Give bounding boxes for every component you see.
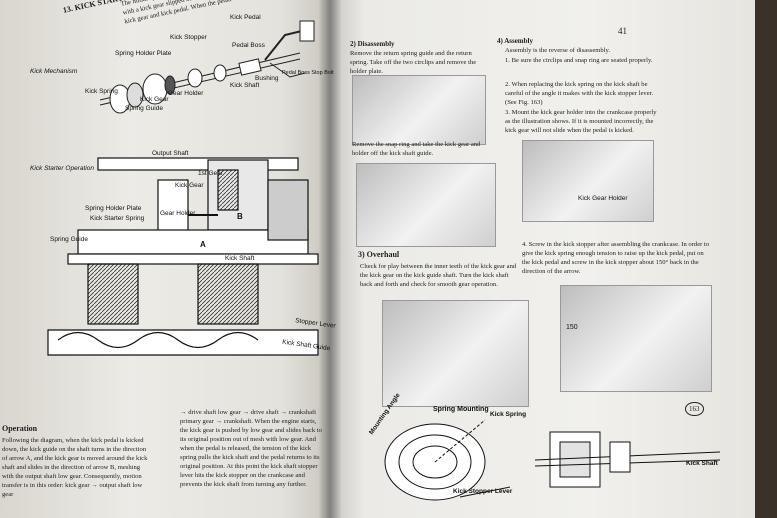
kick-mechanism-diagram <box>99 20 315 114</box>
label-kick-pedal: Kick Pedal <box>230 14 261 21</box>
label-kick-stopper: Kick Stopper <box>170 34 207 41</box>
label-spring-guide-2: Spring Guide <box>50 236 88 243</box>
sec3-text: Check for play between the inner teeth o… <box>360 263 517 288</box>
label-arrow-a: A <box>200 240 206 249</box>
sec2-heading: 2) Disassembly <box>350 40 395 48</box>
label-kick-spring-3: Kick Spring <box>490 411 527 418</box>
label-pedal-boss: Pedal Boss <box>232 42 265 49</box>
sec4-step3: 3. Mount the kick gear holder into the c… <box>505 109 657 134</box>
photo-disassembly-2 <box>356 163 496 247</box>
label-kick-shaft: Kick Shaft <box>230 82 260 89</box>
fig3-title: Spring Mounting <box>433 406 489 413</box>
label-output-shaft: Output Shaft <box>152 150 189 157</box>
label-kick-spring: Kick Spring <box>85 88 118 95</box>
label-bushing: Bushing <box>255 75 279 82</box>
label-spring-guide: Spring Guide <box>125 105 163 112</box>
sec3-heading: 3) Overhaul <box>358 250 400 259</box>
label-kick-gear: Kick Gear <box>140 96 169 103</box>
operation-text: Following the diagram, when the kick ped… <box>2 437 148 498</box>
label-gear-holder-2: Gear Holder <box>160 210 196 217</box>
sec4-heading: 4) Assembly <box>497 37 533 45</box>
photo-gear-holder <box>522 140 654 222</box>
label-angle: 150 <box>566 324 578 331</box>
label-kick-gear-holder: Kick Gear Holder <box>578 195 628 202</box>
label-spring-holder-plate: Spring Holder Plate <box>115 50 172 57</box>
label-pedal-boss-stop-bolt: Pedal Boss Stop Bolt <box>282 70 334 76</box>
label-kick-gear-2: Kick Gear <box>175 182 204 189</box>
label-kick-starter-spring: Kick Starter Spring <box>90 215 145 222</box>
table-background <box>755 0 777 518</box>
kick-starter-operation-diagram <box>47 157 319 356</box>
photo-overhaul <box>382 300 529 407</box>
sec2-text: Remove the return spring guide and the r… <box>350 50 477 75</box>
figure-number: 163 <box>685 402 704 416</box>
fig2-title: Kick Starter Operation <box>30 165 94 172</box>
sec4-intro: Assembly is the reverse of disassembly. <box>505 47 611 54</box>
label-1st-gear: 1st Gear <box>198 170 223 177</box>
sec4-step4: 4. Screw in the kick stopper after assem… <box>522 241 710 275</box>
operation-heading: Operation <box>2 424 38 433</box>
label-kick-stopper-lever: Kick Stopper Lever <box>453 488 513 495</box>
label-arrow-b: B <box>237 212 243 221</box>
label-gear-holder: Gear Holder <box>168 90 204 97</box>
book-spine <box>318 0 342 518</box>
operation-text-2: → drive shaft low gear → drive shaft → c… <box>180 409 322 488</box>
label-kick-shaft-2: Kick Shaft <box>225 255 255 262</box>
caption-1: Remove the snap ring and take the kick g… <box>352 141 481 157</box>
label-kick-shaft-3: Kick Shaft <box>686 460 718 467</box>
sec4-step2: 2. When replacing the kick spring on the… <box>505 81 654 106</box>
photo-kick-stopper <box>560 285 712 392</box>
label-spring-holder-plate-2: Spring Holder Plate <box>85 205 142 212</box>
photo-disassembly-1 <box>352 75 486 145</box>
page-number: 41 <box>618 26 627 36</box>
sec4-step1: 1. Be sure the circlips and snap ring ar… <box>505 57 653 64</box>
spring-mounting-diagram <box>384 419 721 501</box>
fig1-title: Kick Mechanism <box>30 68 78 75</box>
